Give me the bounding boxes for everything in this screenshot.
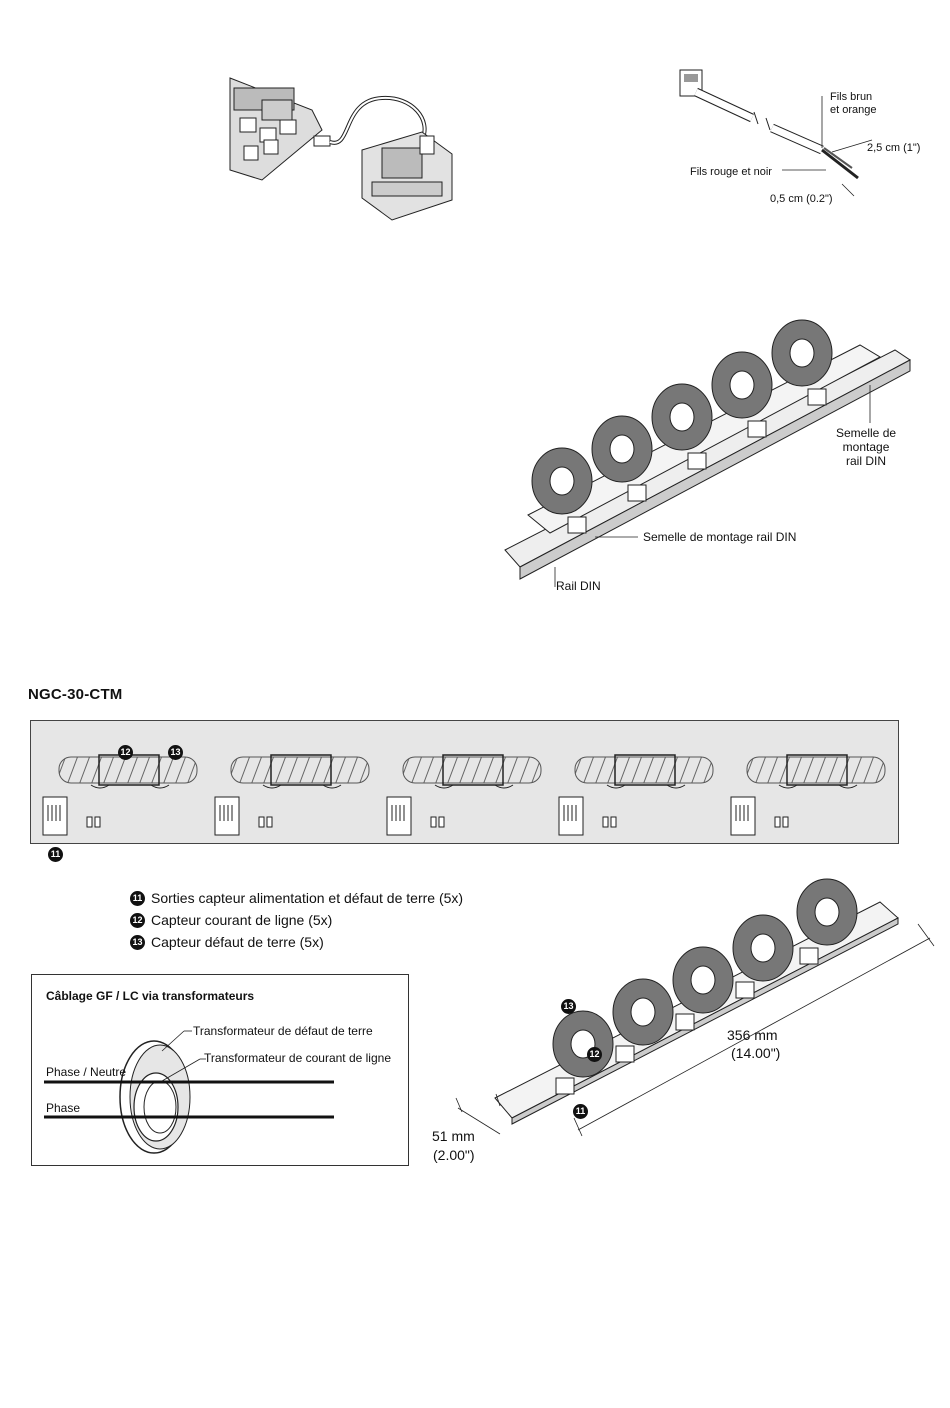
legend-badge-12: 12 bbox=[130, 912, 145, 928]
board-connection-illustration bbox=[229, 77, 453, 221]
label-phase-neutre: Phase / Neutre bbox=[46, 1065, 127, 1079]
callout-12-top: 12 bbox=[118, 745, 133, 760]
legend-item-13: 13 Capteur défaut de terre (5x) bbox=[130, 931, 463, 953]
label-dim-2-5cm: 2,5 cm (1") bbox=[867, 142, 921, 154]
label-rail-din: Rail DIN bbox=[556, 579, 601, 593]
callout-13-top: 13 bbox=[168, 745, 183, 760]
label-semelle-mid: Semelle de montage rail DIN bbox=[643, 530, 797, 544]
label-length-mm: 356 mm bbox=[727, 1027, 778, 1043]
section-heading: NGC-30-CTM bbox=[28, 686, 123, 703]
legend-text-12: Capteur courant de ligne (5x) bbox=[151, 912, 333, 928]
label-semelle-right: Semelle de montage rail DIN bbox=[836, 426, 897, 468]
legend-text-11: Sorties capteur alimentation et défaut d… bbox=[151, 890, 464, 906]
label-phase: Phase bbox=[46, 1101, 81, 1115]
label-fils-rouge: Fils rouge et noir bbox=[690, 166, 772, 178]
label-dim-0-5cm: 0,5 cm (0.2") bbox=[770, 193, 833, 205]
cable-strip-illustration bbox=[679, 69, 873, 197]
callout-11-top: 11 bbox=[48, 847, 63, 862]
din-rail-illustration bbox=[504, 319, 911, 587]
callout-11-bottom: 11 bbox=[573, 1104, 588, 1119]
label-transfo-lc: Transformateur de courant de ligne bbox=[204, 1051, 391, 1065]
label-width-in: (2.00") bbox=[433, 1147, 475, 1163]
gf-lc-wiring-box: Câblage GF / LC via transformateurs Tran… bbox=[31, 974, 409, 1166]
transformer-drawing bbox=[44, 1030, 334, 1154]
label-fils-brun: Fils brun et orange bbox=[830, 91, 877, 116]
label-transfo-gf: Transformateur de défaut de terre bbox=[193, 1024, 373, 1038]
legend-item-12: 12 Capteur courant de ligne (5x) bbox=[130, 909, 463, 931]
label-length-in: (14.00") bbox=[731, 1045, 781, 1061]
callout-12-bottom: 12 bbox=[587, 1047, 602, 1062]
label-width-mm: 51 mm bbox=[432, 1128, 475, 1144]
legend-badge-11: 11 bbox=[130, 890, 145, 906]
board-top-view bbox=[30, 720, 899, 844]
board-dimension-illustration bbox=[455, 878, 935, 1137]
callout-13-bottom: 13 bbox=[561, 999, 576, 1014]
legend: 11 Sorties capteur alimentation et défau… bbox=[130, 887, 463, 953]
legend-item-11: 11 Sorties capteur alimentation et défau… bbox=[130, 887, 463, 909]
board-top-view-drawing bbox=[42, 754, 886, 836]
gf-box-title: Câblage GF / LC via transformateurs bbox=[46, 989, 255, 1003]
legend-badge-13: 13 bbox=[130, 934, 145, 950]
legend-text-13: Capteur défaut de terre (5x) bbox=[151, 934, 324, 950]
